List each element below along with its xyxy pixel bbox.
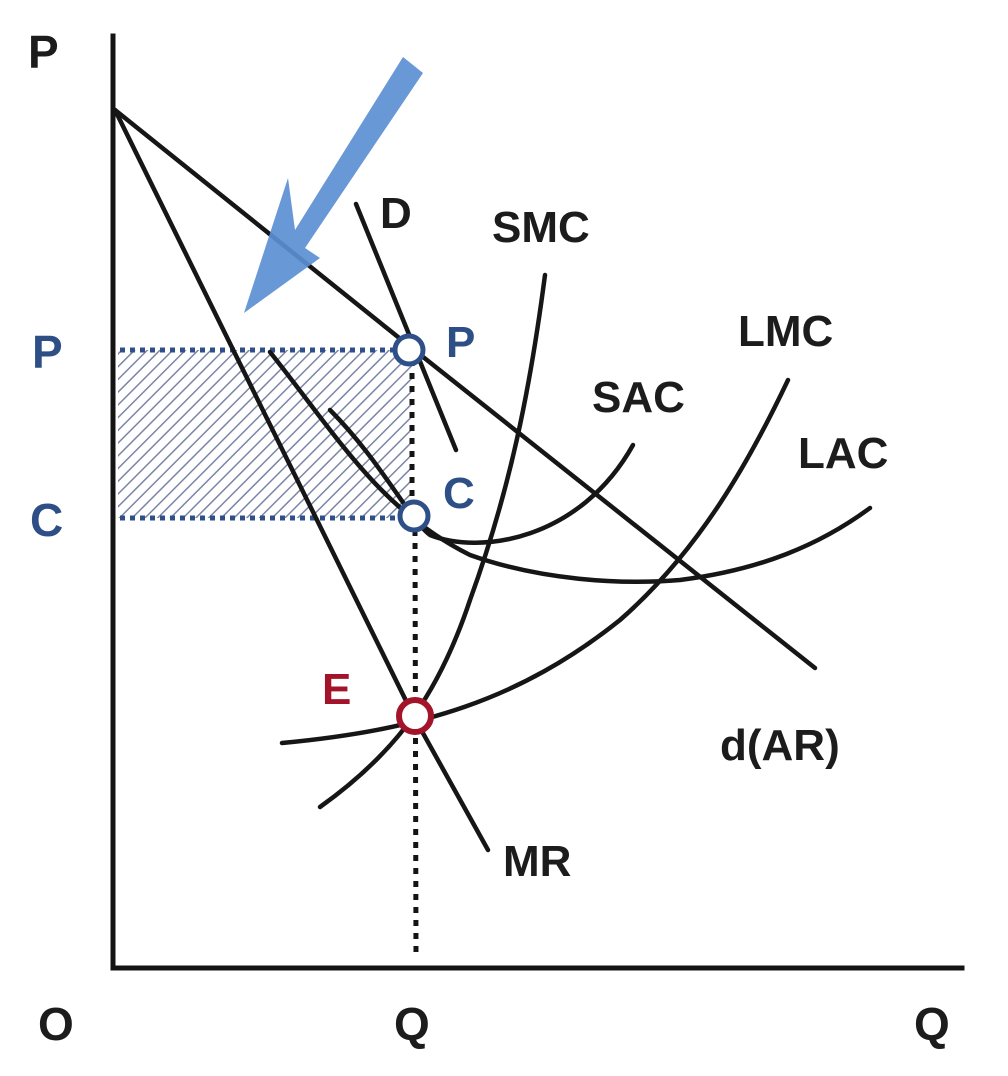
smc-curve	[317, 272, 548, 810]
quantity-guide-line	[412, 529, 419, 959]
equilibrium-label: E	[322, 665, 351, 714]
profit-area	[118, 350, 414, 518]
lmc-label: LMC	[738, 307, 833, 356]
x-tick-q: Q	[394, 998, 430, 1050]
lac-label: LAC	[798, 429, 888, 478]
price-point	[392, 333, 426, 367]
cost-point-label: C	[443, 469, 475, 518]
steep-demand-curve	[353, 201, 459, 453]
arrow-down-left-icon	[244, 57, 423, 313]
y-tick-c: C	[30, 494, 63, 546]
mr-label: MR	[503, 837, 571, 886]
y-tick-p: P	[32, 326, 63, 378]
origin-label: O	[38, 998, 74, 1050]
smc-label: SMC	[492, 203, 590, 252]
lac-curve	[267, 349, 873, 584]
equilibrium-point	[396, 697, 434, 735]
cost-point	[397, 499, 431, 533]
y-axis-label: P	[28, 26, 59, 78]
x-axis-label: Q	[914, 998, 950, 1050]
steep-demand-label: D	[380, 189, 412, 238]
ar-label: d(AR)	[720, 721, 840, 770]
lmc-curve	[279, 377, 791, 746]
price-point-label: P	[446, 318, 475, 367]
sac-label: SAC	[592, 373, 685, 422]
